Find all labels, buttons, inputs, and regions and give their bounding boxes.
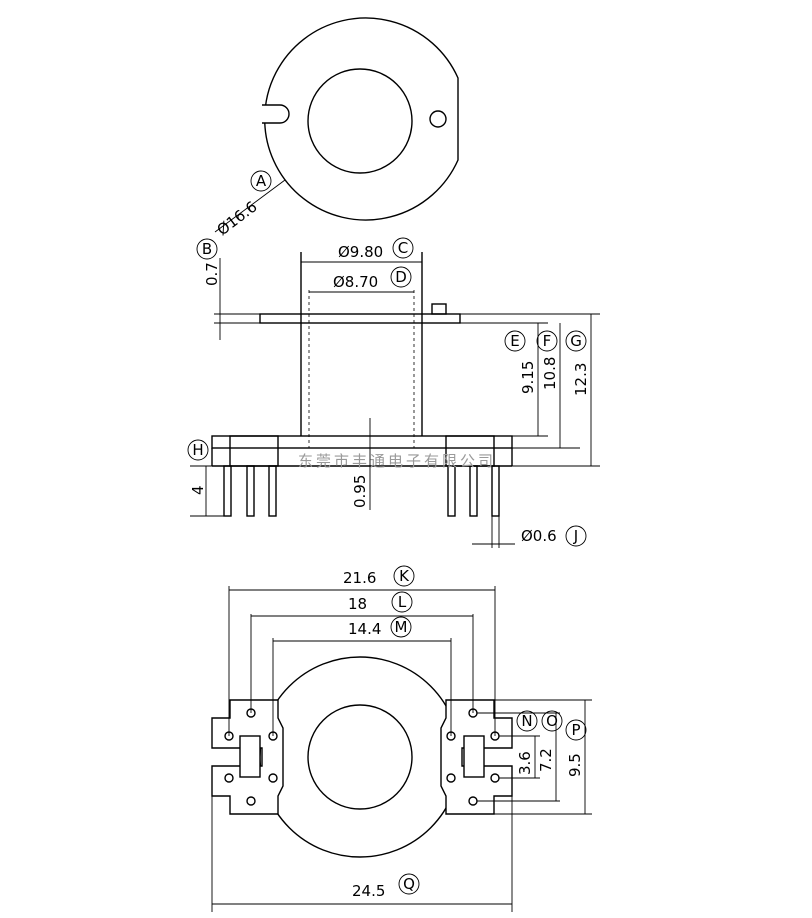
label-l: L (398, 593, 407, 611)
dim-j-text: Ø0.6 (521, 527, 557, 545)
dim-n-text: 3.6 (516, 751, 534, 775)
dim-l-text: 18 (348, 595, 367, 613)
label-o: O (546, 712, 558, 730)
dim-p-text: 9.5 (566, 753, 584, 777)
side-view: Ø9.80 C Ø8.70 D B 0.7 E F G 9.15 10.8 12… (187, 237, 600, 548)
label-j: J (573, 527, 578, 545)
label-a-circle (250, 170, 272, 192)
bottom-view: 21.6 K 18 L 14.4 M N O P 3.6 7.2 9.5 (211, 565, 592, 912)
label-p: P (571, 721, 580, 739)
dim-b-text: 0.7 (203, 262, 221, 286)
label-c: C (398, 239, 408, 257)
label-d: D (395, 268, 407, 286)
dim-f-text: 10.8 (541, 357, 559, 390)
label-a: A (256, 172, 267, 190)
dim-m-text: 14.4 (348, 620, 381, 638)
dim-c-text: Ø9.80 (338, 243, 383, 261)
label-m: M (395, 618, 408, 636)
dim-o-text: 7.2 (537, 748, 555, 772)
label-k: K (399, 567, 410, 585)
label-h: H (192, 441, 203, 459)
label-f: F (543, 332, 552, 350)
label-e: E (510, 332, 519, 350)
dim-k-text: 21.6 (343, 569, 376, 587)
watermark: 东莞市丰通电子有限公司 (298, 452, 496, 470)
label-q: Q (403, 875, 415, 893)
top-view: Ø16.6 A (214, 17, 459, 240)
dim-d-text: Ø8.70 (333, 273, 378, 291)
label-g: G (570, 332, 582, 350)
dim-g-text: 12.3 (572, 363, 590, 396)
label-n: N (521, 712, 532, 730)
dim-q-text: 24.5 (352, 882, 385, 900)
dim-a-text: Ø16.6 (214, 198, 261, 240)
dim-e-text: 9.15 (519, 361, 537, 394)
label-b: B (202, 240, 212, 258)
dim-h-text: 4 (189, 485, 207, 495)
dim-i-text: 0.95 (351, 475, 369, 508)
